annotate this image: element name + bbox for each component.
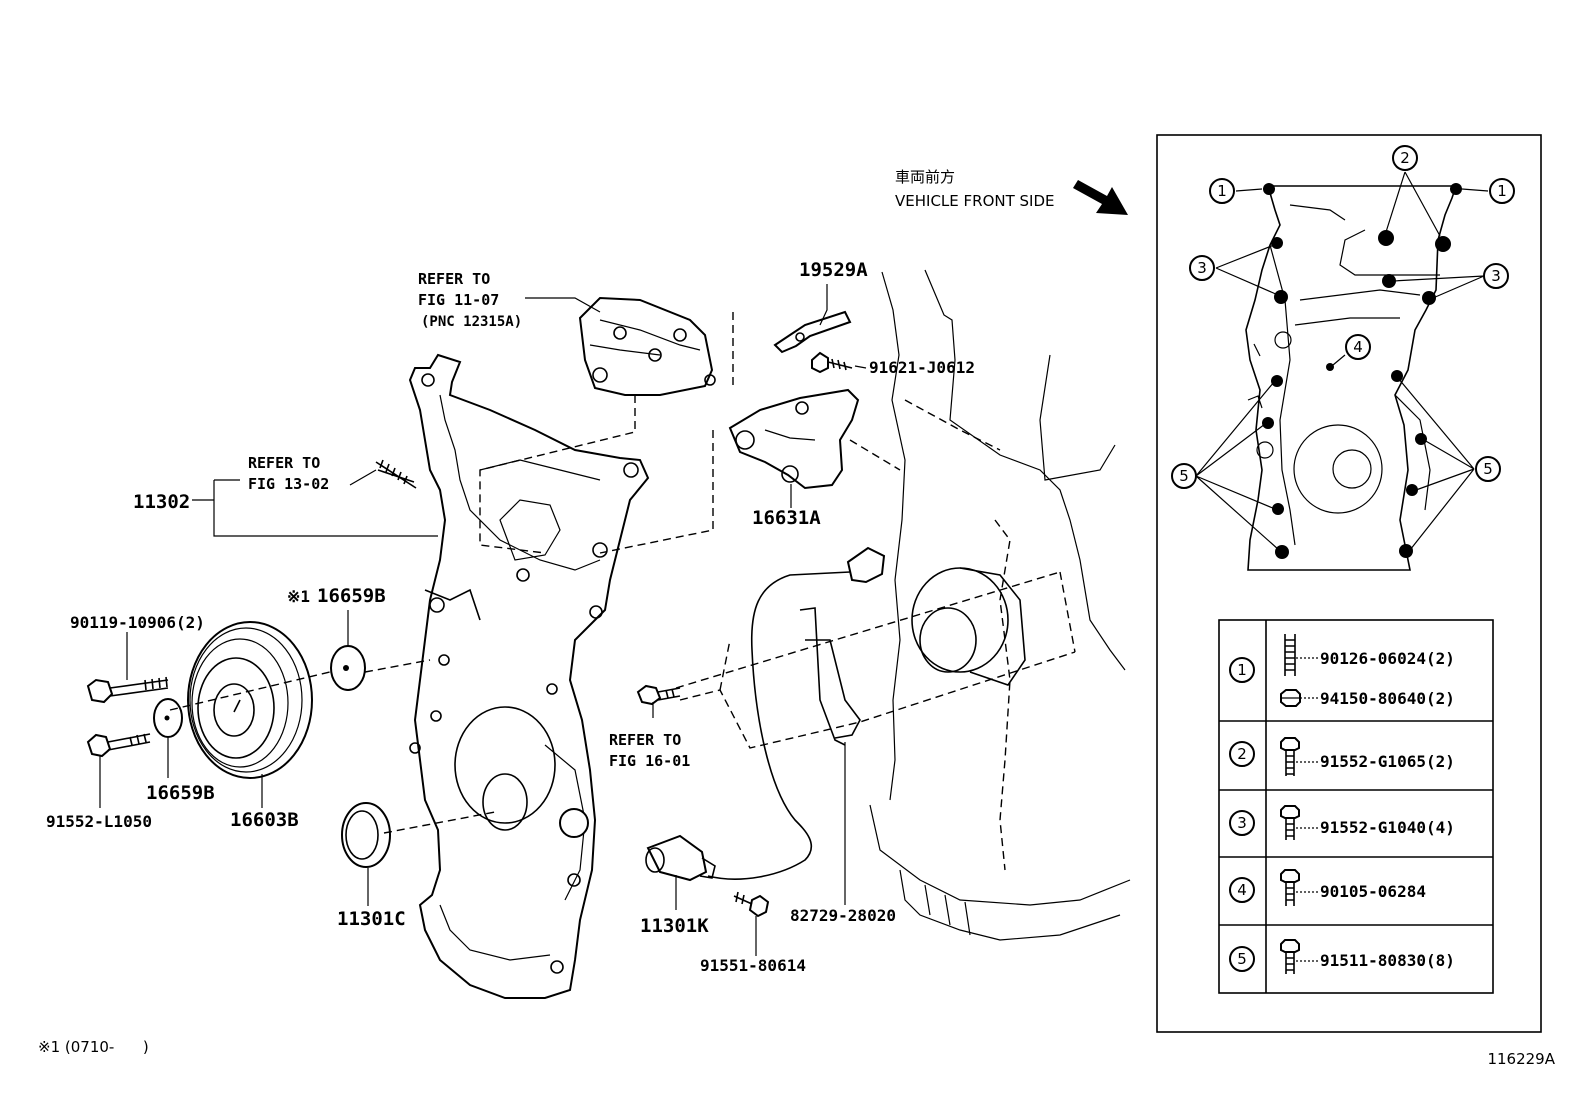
wire-bracket-19529A xyxy=(773,310,852,354)
ref-fig-13-02-line2[interactable]: FIG 13-02 xyxy=(248,475,329,493)
flange-bolt-icon xyxy=(1280,939,1300,974)
table-row-4-part[interactable]: 90105-06284 xyxy=(1320,882,1426,901)
note-mark-1: ※1 xyxy=(287,587,310,606)
part-label-91621-J0612[interactable]: 91621-J0612 xyxy=(869,358,975,377)
part-label-16631A[interactable]: 16631A xyxy=(752,507,821,529)
inset-panel-border xyxy=(1156,134,1542,1033)
callout-1-left: 1 xyxy=(1217,182,1227,200)
leader-lines xyxy=(99,284,867,956)
washer-16659B-top xyxy=(330,645,366,691)
sensor-harness-82729 xyxy=(707,546,886,880)
bolt-ref-16-01-icon xyxy=(636,684,681,706)
part-label-91551-80614[interactable]: 91551-80614 xyxy=(700,956,806,975)
idler-bracket-16631A xyxy=(728,388,860,490)
diagram-id: 116229A xyxy=(1487,1050,1555,1068)
vehicle-front-jp-label: 車両前方 xyxy=(895,168,955,186)
nut-icon xyxy=(1280,689,1301,707)
table-row-3-part[interactable]: 91552-G1040(4) xyxy=(1320,818,1455,837)
table-row-1-part-a[interactable]: 90126-06024(2) xyxy=(1320,649,1455,668)
bolt-91551-icon xyxy=(733,891,770,918)
table-row-3-number: 3 xyxy=(1237,814,1247,832)
callout-3-right: 3 xyxy=(1491,267,1501,285)
bolt-91552-L1050-icon xyxy=(86,733,151,758)
footnote: ※1 (0710- ) xyxy=(38,1038,149,1056)
table-row-1-number: 1 xyxy=(1237,661,1247,679)
part-label-82729-28020[interactable]: 82729-28020 xyxy=(790,906,896,925)
table-row: 4 90105-06284 xyxy=(1229,869,1426,906)
ref-fig-16-01-line2[interactable]: FIG 16-01 xyxy=(609,752,690,770)
table-row-2-number: 2 xyxy=(1237,745,1247,763)
ref-fig-11-07-pnc[interactable]: (PNC 12315A) xyxy=(421,314,522,330)
table-row: 2 91552-G1065(2) xyxy=(1229,737,1455,776)
part-label-19529A[interactable]: 19529A xyxy=(799,259,868,281)
part-label-11301K[interactable]: 11301K xyxy=(640,915,709,937)
table-row-5-number: 5 xyxy=(1237,950,1247,968)
table-row: 1 90126-06024(2) 94150-80640(2) xyxy=(1229,634,1455,708)
part-label-16603B[interactable]: 16603B xyxy=(230,809,299,831)
callout-5-right: 5 xyxy=(1483,460,1493,478)
projection-lines xyxy=(169,312,1076,834)
table-row-4-number: 4 xyxy=(1237,881,1247,899)
part-label-91552-L1050[interactable]: 91552-L1050 xyxy=(46,812,152,831)
table-row: 5 91511-80830(8) xyxy=(1229,939,1455,974)
ref-fig-11-07-line1[interactable]: REFER TO xyxy=(418,270,490,288)
table-row-5-part[interactable]: 91511-80830(8) xyxy=(1320,951,1455,970)
washer-16659B-bottom xyxy=(153,698,183,738)
callout-2: 2 xyxy=(1400,149,1410,167)
inset-callouts: 1 1 2 3 3 4 5 5 xyxy=(1171,145,1515,489)
vehicle-front-en-label: VEHICLE FRONT SIDE xyxy=(895,192,1055,210)
ref-fig-11-07-line2[interactable]: FIG 11-07 xyxy=(418,291,499,309)
ref-fig-16-01-line1[interactable]: REFER TO xyxy=(609,731,681,749)
inset-bolt-markers xyxy=(1262,183,1462,559)
bolt-90119-icon xyxy=(86,676,169,704)
engine-block-outline xyxy=(869,269,1131,941)
part-label-16659B[interactable]: 16659B xyxy=(146,782,215,804)
inset-timing-cover-view: 1 1 2 3 3 4 5 5 xyxy=(1171,145,1515,571)
inset-callout-leaders xyxy=(1195,171,1489,551)
table-row-2-part[interactable]: 91552-G1065(2) xyxy=(1320,752,1455,771)
part-label-90119-10906[interactable]: 90119-10906(2) xyxy=(70,613,205,632)
table-row-1-part-b[interactable]: 94150-80640(2) xyxy=(1320,689,1455,708)
flange-bolt-icon xyxy=(1280,805,1300,840)
callout-4: 4 xyxy=(1353,338,1363,356)
oil-seal-11301C xyxy=(341,802,391,868)
bolt-91621-icon xyxy=(811,351,853,374)
timing-chain-cover-11302 xyxy=(408,353,650,999)
crankshaft-pulley-16603B xyxy=(187,621,313,779)
stud-icon xyxy=(1284,634,1296,676)
callout-3-left: 3 xyxy=(1197,259,1207,277)
fastener-table: 1 90126-06024(2) 94150-80640(2) 2 91552-… xyxy=(1218,619,1494,994)
callout-1-right: 1 xyxy=(1497,182,1507,200)
flange-bolt-icon xyxy=(1280,869,1300,906)
part-label-11301C[interactable]: 11301C xyxy=(337,908,406,930)
ref-fig-13-02-line1[interactable]: REFER TO xyxy=(248,454,320,472)
part-label-16659B-top[interactable]: 16659B xyxy=(317,585,386,607)
part-label-11302[interactable]: 11302 xyxy=(133,491,190,513)
crank-position-sensor-11301K xyxy=(645,834,716,882)
callout-5-left: 5 xyxy=(1179,467,1189,485)
engine-mount-bracket xyxy=(578,296,716,396)
flange-bolt-icon xyxy=(1280,737,1300,776)
stud-bolt-icon xyxy=(375,459,417,489)
vehicle-front-arrow-icon xyxy=(1073,180,1128,215)
table-row: 3 91552-G1040(4) xyxy=(1229,805,1455,840)
